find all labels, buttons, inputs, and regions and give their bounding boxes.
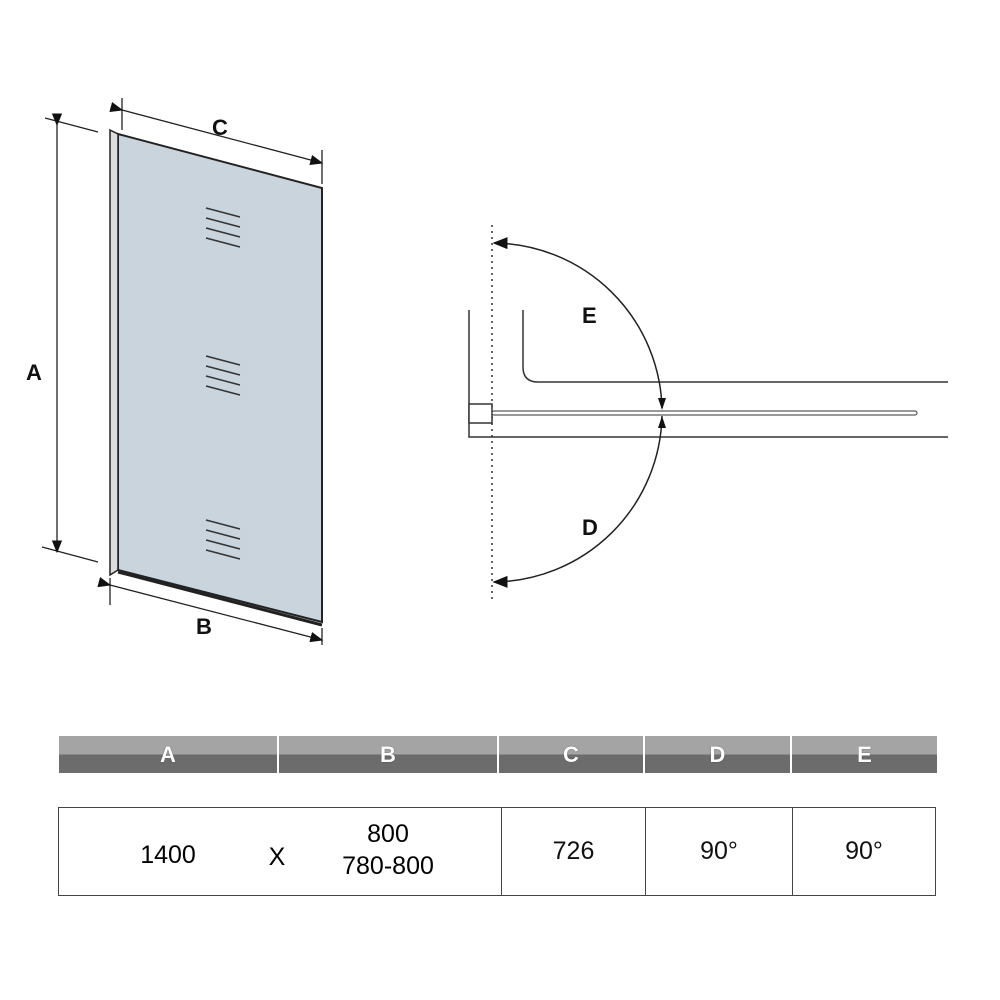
header-c: C — [499, 736, 643, 773]
header-e: E — [792, 736, 937, 773]
value-a: 1400 — [140, 841, 196, 869]
label-a: A — [26, 360, 42, 385]
top-view — [468, 225, 948, 600]
label-d: D — [582, 515, 598, 540]
value-separator: X — [268, 843, 286, 871]
glass-panel — [109, 128, 323, 627]
value-b-line1: 800 — [367, 820, 409, 848]
cell-a-b — [58, 807, 502, 896]
label-e: E — [582, 303, 597, 328]
dimension-lines — [41, 98, 324, 645]
etch-marks — [205, 207, 241, 560]
header-d: D — [645, 736, 790, 773]
header-b: B — [279, 736, 497, 773]
label-c: C — [212, 115, 228, 140]
value-d: 90° — [645, 807, 793, 896]
value-e: 90° — [792, 807, 936, 896]
value-b-line2: 780-800 — [342, 852, 434, 880]
label-b: B — [196, 614, 212, 639]
shower-screen-diagram: C A B E D — [26, 98, 948, 645]
header-a: A — [59, 736, 277, 773]
value-c: 726 — [501, 807, 646, 896]
